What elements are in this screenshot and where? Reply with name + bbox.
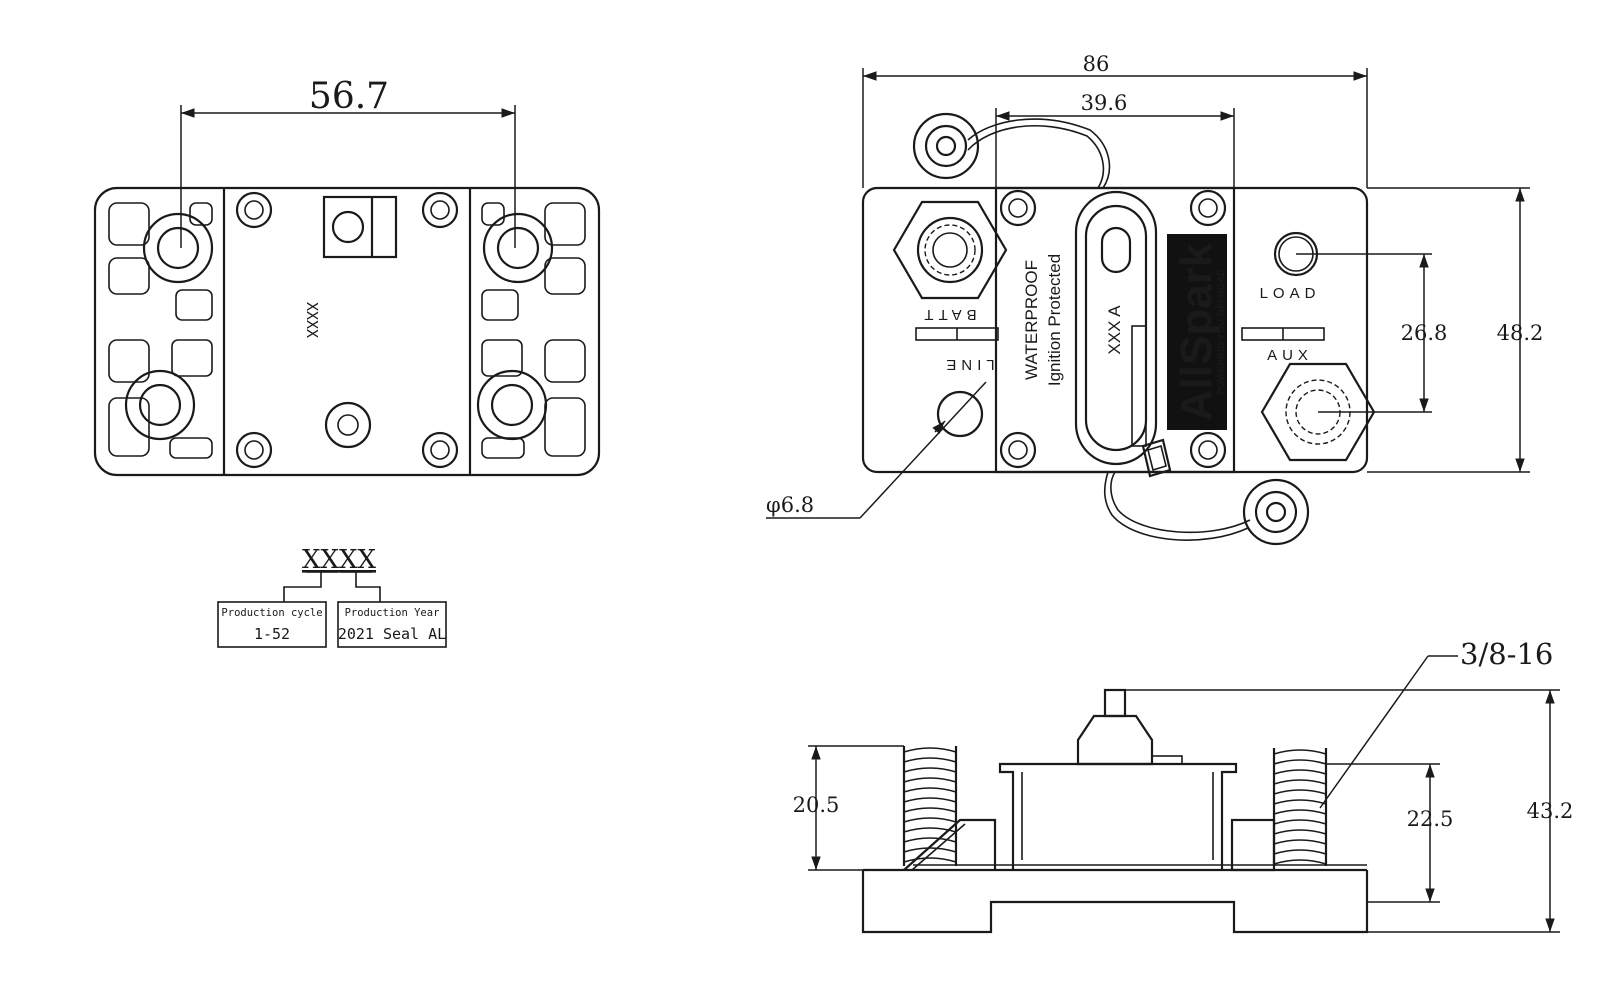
side-housing	[998, 762, 1238, 870]
dimension-48-2: 48.2	[1367, 187, 1544, 473]
screw	[421, 431, 459, 469]
reset-lever	[1074, 190, 1172, 478]
screw	[999, 189, 1037, 227]
dimension-56-7-label: 56.7	[309, 76, 389, 117]
thread-callout: 3/8-16	[1319, 637, 1553, 809]
rating-label: XXX A	[1105, 305, 1124, 355]
thread-callout-label: 3/8-16	[1460, 637, 1553, 671]
dimension-39-6: 39.6	[995, 91, 1235, 188]
dimension-56-7: 56.7	[180, 76, 516, 248]
body-code-label: XXXX	[303, 302, 321, 338]
dimension-26-8: 26.8	[1296, 253, 1448, 413]
front-view: XXX A WATERPROOF Ignition Protected AllS…	[766, 52, 1544, 546]
mounting-hole-6-8	[936, 390, 984, 438]
center-stud	[324, 401, 372, 449]
screw	[1189, 189, 1227, 227]
brand-logo: AllSpark POWERING YOU OFFROAD	[1167, 234, 1227, 430]
date-code-legend: XXXX Production cycle 1-52 Production Ye…	[217, 545, 447, 648]
screw	[1189, 431, 1227, 469]
mount-hole-bottom-right	[476, 369, 548, 441]
dimension-22-5: 22.5	[1326, 763, 1454, 903]
ignition-protected-text: Ignition Protected	[1045, 254, 1064, 386]
dimension-hole-diameter: φ6.8	[766, 381, 987, 519]
dimension-86-label: 86	[1083, 52, 1110, 76]
aux-label: AUX	[1267, 347, 1313, 364]
side-base	[861, 870, 1369, 934]
screw	[235, 191, 273, 229]
screw	[999, 431, 1037, 469]
dimension-20-5-label: 20.5	[793, 793, 840, 817]
line-label: LINE	[941, 356, 994, 373]
production-year-box	[337, 601, 447, 648]
mount-hole-bottom-left	[124, 369, 196, 441]
side-view: 3/8-16 20.5 22.5 43.2	[793, 637, 1574, 934]
production-cycle-box	[217, 601, 327, 648]
top-view-outline	[93, 186, 601, 477]
date-code-xxxx: XXXX	[302, 545, 377, 575]
dimension-22-5-label: 22.5	[1407, 807, 1454, 831]
brand-tagline: POWERING YOU OFFROAD	[1216, 269, 1227, 395]
dimension-43-2-label: 43.2	[1527, 799, 1574, 823]
top-view: XXXX 56.7	[93, 76, 601, 477]
load-aux-indicator: LOAD AUX	[1241, 285, 1325, 364]
dimension-48-2-label: 48.2	[1497, 321, 1544, 345]
cap-ring-bottom	[1103, 471, 1310, 546]
dimension-39-6-label: 39.6	[1081, 91, 1128, 115]
hex-stud-batt	[892, 200, 1008, 300]
production-year-title: Production Year	[345, 607, 440, 619]
production-cycle-value: 1-52	[254, 625, 290, 643]
dimension-hole-diameter-label: φ6.8	[766, 493, 814, 517]
dimension-20-5: 20.5	[793, 745, 904, 871]
screw	[421, 191, 459, 229]
dimension-43-2: 43.2	[1125, 689, 1574, 933]
cap-ring-top	[912, 112, 1111, 189]
waterproof-text: WATERPROOF	[1022, 260, 1041, 380]
thread-stud-right	[1230, 748, 1328, 872]
batt-line-indicator: BATT LINE	[915, 306, 999, 373]
reset-button-side	[1076, 688, 1183, 766]
batt-label: BATT	[919, 306, 976, 323]
production-year-value: 2021 Seal AL	[338, 625, 446, 643]
mount-hole-top-left	[142, 212, 214, 284]
production-cycle-title: Production cycle	[221, 607, 322, 619]
reset-button-housing	[322, 195, 398, 259]
dimension-26-8-label: 26.8	[1401, 321, 1448, 345]
screw	[235, 431, 273, 469]
brand-name: AllSpark	[1172, 242, 1221, 421]
dimension-86: 86	[862, 52, 1368, 188]
mount-hole-top-right	[482, 212, 554, 284]
thread-stud-left	[902, 746, 997, 871]
load-label: LOAD	[1260, 285, 1321, 302]
